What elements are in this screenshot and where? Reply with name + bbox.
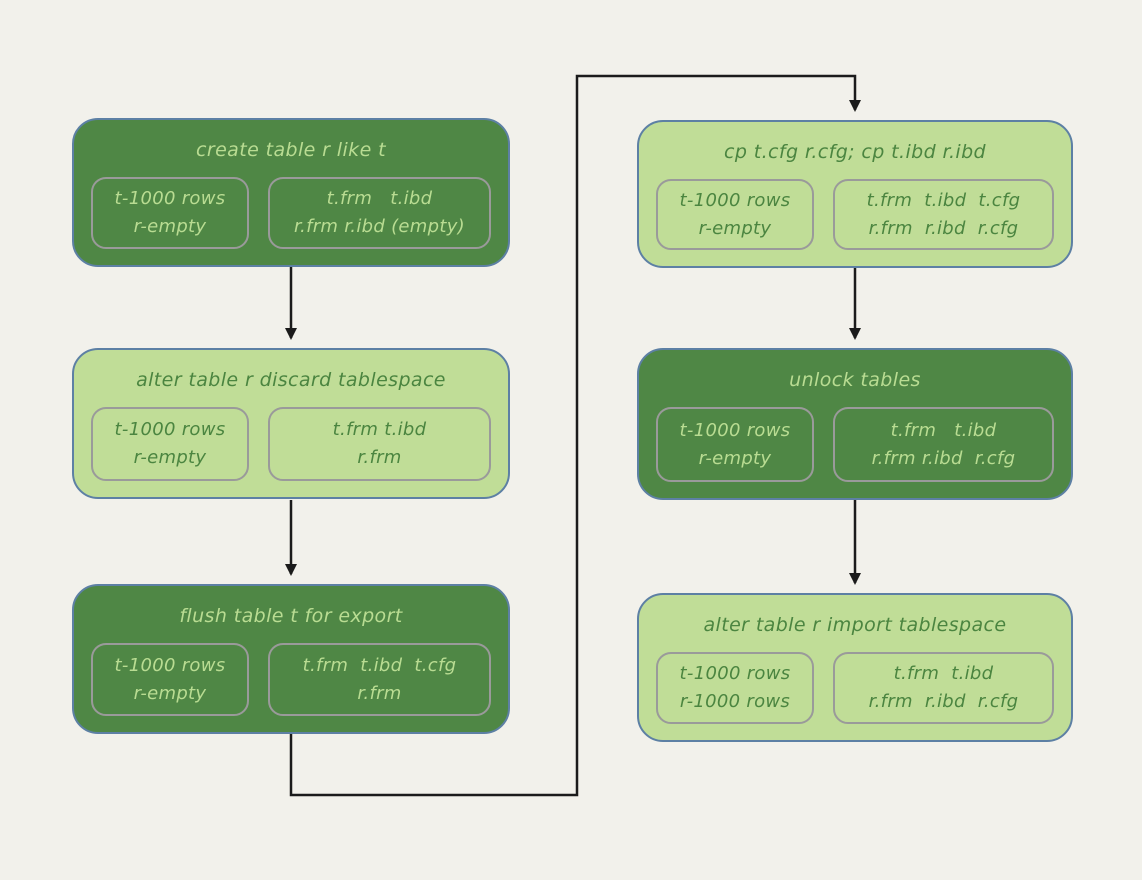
flow-node-alter-table-r-discard-tablespace: alter table r discard tablespace t-1000 … <box>72 348 510 499</box>
node-title: alter table r discard tablespace <box>136 369 446 391</box>
state-line: t-1000 rows <box>679 663 791 685</box>
node-state-row: t-1000 rows r-empty t.frm t.ibd t.cfg r.… <box>91 643 491 716</box>
state-line: t-1000 rows <box>679 419 791 441</box>
state-line: t-1000 rows <box>114 419 226 441</box>
state-line: r-1000 rows <box>679 691 791 712</box>
node-title: unlock tables <box>789 369 921 391</box>
node-title: cp t.cfg r.cfg; cp t.ibd r.ibd <box>724 141 986 163</box>
state-line: t.frm t.ibd <box>326 188 433 210</box>
node-title: flush table t for export <box>179 605 403 627</box>
state-line: r.frm <box>357 682 402 704</box>
node-state-row: t-1000 rows r-empty t.frm t.ibd r.frm r.… <box>91 177 491 249</box>
flow-node-create-table-r-like-t: create table r like t t-1000 rows r-empt… <box>72 118 510 267</box>
files-state-box: t.frm t.ibd t.cfg r.frm r.ibd r.cfg <box>833 179 1054 250</box>
node-title: alter table r import tablespace <box>703 614 1007 636</box>
state-line: t-1000 rows <box>679 189 791 211</box>
state-line: r-empty <box>698 447 772 469</box>
state-line: t.frm t.ibd <box>890 419 997 441</box>
node-state-row: t-1000 rows r-1000 rows t.frm t.ibd r.fr… <box>656 652 1054 724</box>
node-state-row: t-1000 rows r-empty t.frm t.ibd t.cfg r.… <box>656 179 1054 250</box>
rows-state-box: t-1000 rows r-1000 rows <box>656 652 814 724</box>
state-line: r-empty <box>698 217 772 239</box>
files-state-box: t.frm t.ibd r.frm r.ibd (empty) <box>268 177 491 249</box>
state-line: t.frm t.ibd t.cfg <box>866 189 1021 211</box>
state-line: t.frm t.ibd <box>893 663 994 685</box>
state-line: t-1000 rows <box>114 188 226 210</box>
node-state-row: t-1000 rows r-empty t.frm t.ibd r.frm <box>91 407 491 481</box>
state-line: r.frm r.ibd r.cfg <box>868 691 1019 712</box>
files-state-box: t.frm t.ibd t.cfg r.frm <box>268 643 491 716</box>
state-line: r.frm r.ibd r.cfg <box>871 447 1016 469</box>
state-line: r.frm r.ibd r.cfg <box>868 217 1019 239</box>
flow-node-alter-table-r-import-tablespace: alter table r import tablespace t-1000 r… <box>637 593 1073 742</box>
files-state-box: t.frm t.ibd r.frm <box>268 407 491 481</box>
state-line: r.frm <box>357 447 402 468</box>
node-title: create table r like t <box>196 139 386 161</box>
state-line: r-empty <box>133 447 207 468</box>
files-state-box: t.frm t.ibd r.frm r.ibd r.cfg <box>833 652 1054 724</box>
state-line: t.frm t.ibd <box>332 419 427 441</box>
state-line: r-empty <box>133 682 207 704</box>
state-line: r-empty <box>133 216 207 237</box>
files-state-box: t.frm t.ibd r.frm r.ibd r.cfg <box>833 407 1054 482</box>
flow-node-flush-table-t-for-export: flush table t for export t-1000 rows r-e… <box>72 584 510 734</box>
rows-state-box: t-1000 rows r-empty <box>91 643 249 716</box>
flow-node-unlock-tables: unlock tables t-1000 rows r-empty t.frm … <box>637 348 1073 500</box>
state-line: t-1000 rows <box>114 654 226 676</box>
rows-state-box: t-1000 rows r-empty <box>656 407 814 482</box>
rows-state-box: t-1000 rows r-empty <box>91 177 249 249</box>
state-line: t.frm t.ibd t.cfg <box>302 654 457 676</box>
flow-node-cp-cfg-ibd-files: cp t.cfg r.cfg; cp t.ibd r.ibd t-1000 ro… <box>637 120 1073 268</box>
rows-state-box: t-1000 rows r-empty <box>656 179 814 250</box>
state-line: r.frm r.ibd (empty) <box>294 216 465 237</box>
rows-state-box: t-1000 rows r-empty <box>91 407 249 481</box>
node-state-row: t-1000 rows r-empty t.frm t.ibd r.frm r.… <box>656 407 1054 482</box>
